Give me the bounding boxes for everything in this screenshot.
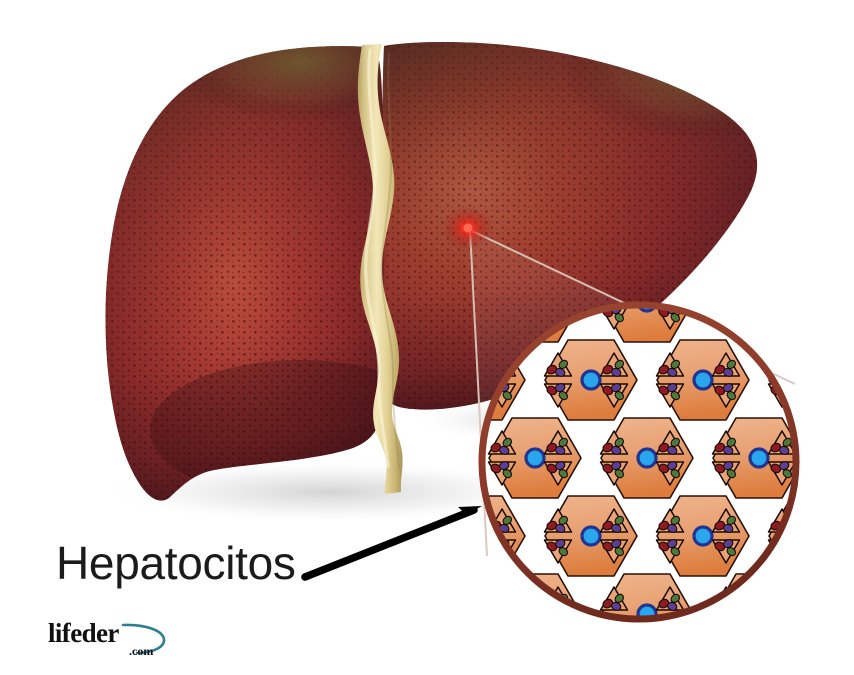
pointer-arrow bbox=[301, 506, 482, 581]
portal-triad bbox=[767, 306, 795, 330]
logo-wordmark: lifeder bbox=[48, 618, 119, 648]
central-vein-nucleus bbox=[748, 603, 770, 618]
central-vein-nucleus bbox=[692, 369, 714, 391]
central-vein-nucleus bbox=[806, 527, 824, 545]
hepatocytes-label: Hepatocitos bbox=[56, 537, 296, 589]
central-vein-nucleus bbox=[414, 605, 432, 623]
central-vein-nucleus bbox=[692, 525, 714, 547]
central-vein-nucleus bbox=[748, 306, 770, 313]
central-vein-nucleus bbox=[636, 447, 658, 469]
magnified-tissue-circle[interactable] bbox=[377, 262, 854, 654]
central-vein-nucleus bbox=[748, 447, 770, 469]
falciform-ligament bbox=[357, 44, 403, 494]
liver-left-lobe bbox=[105, 46, 385, 501]
swoosh-icon bbox=[121, 623, 166, 655]
central-vein-nucleus bbox=[580, 369, 602, 391]
hepatic-lobule-hexagon bbox=[377, 574, 469, 654]
liver-drop-shadow bbox=[95, 460, 565, 524]
central-vein-nucleus bbox=[524, 603, 546, 618]
central-vein-nucleus bbox=[806, 371, 824, 389]
portal-triad bbox=[433, 587, 460, 612]
central-vein-nucleus bbox=[580, 525, 602, 547]
magnification-hotspot bbox=[442, 206, 494, 250]
central-vein-nucleus bbox=[524, 447, 546, 469]
portal-triad bbox=[433, 538, 460, 563]
magnifier-ring bbox=[478, 301, 800, 623]
central-vein-nucleus bbox=[636, 603, 658, 618]
portal-triad bbox=[487, 586, 517, 613]
logo-domain-suffix: .com bbox=[129, 644, 154, 658]
lifeder-logo[interactable]: lifeder .com bbox=[48, 620, 178, 666]
